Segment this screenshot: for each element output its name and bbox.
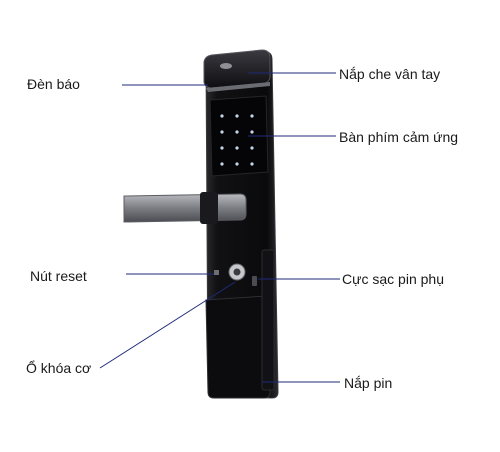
keypad-key-dot <box>250 130 254 134</box>
keypad-key-dot <box>220 114 224 118</box>
label-nap-pin: Nắp pin <box>344 375 393 391</box>
keypad-key-dot <box>250 114 254 118</box>
label-den-bao: Đèn báo <box>27 76 80 92</box>
keypad-key-dot <box>235 146 239 150</box>
keypad-key-dot <box>235 162 239 166</box>
label-o-khoa-co: Ổ khóa cơ <box>26 360 92 376</box>
label-cuc-sac-pin-phu: Cực sạc pin phụ <box>342 271 444 287</box>
keypad-key-dot <box>235 114 239 118</box>
charge-terminal <box>252 276 257 286</box>
leader-o-khoa-co <box>99 281 236 369</box>
reset-button <box>214 270 219 275</box>
brand-logo-mark <box>220 63 232 69</box>
keypad-key-dot <box>250 146 254 150</box>
indicator-strip <box>206 82 270 92</box>
label-nut-reset: Nút reset <box>30 268 87 284</box>
side-rail <box>261 249 275 391</box>
keypad-key-dot <box>250 162 254 166</box>
key-cylinder <box>228 263 246 281</box>
keypad-key-dot <box>220 146 224 150</box>
label-nap-che-van-tay: Nắp che vân tay <box>339 66 441 82</box>
keypad-key-dot <box>235 130 239 134</box>
fingerprint-cover <box>203 49 271 89</box>
keypad-dots <box>220 114 254 166</box>
keypad-key-dot <box>220 130 224 134</box>
battery-cover <box>205 295 271 399</box>
label-ban-phim-cam-ung: Bàn phím cảm ứng <box>339 129 459 145</box>
handle-base <box>200 192 218 224</box>
keypad-key-dot <box>220 162 224 166</box>
